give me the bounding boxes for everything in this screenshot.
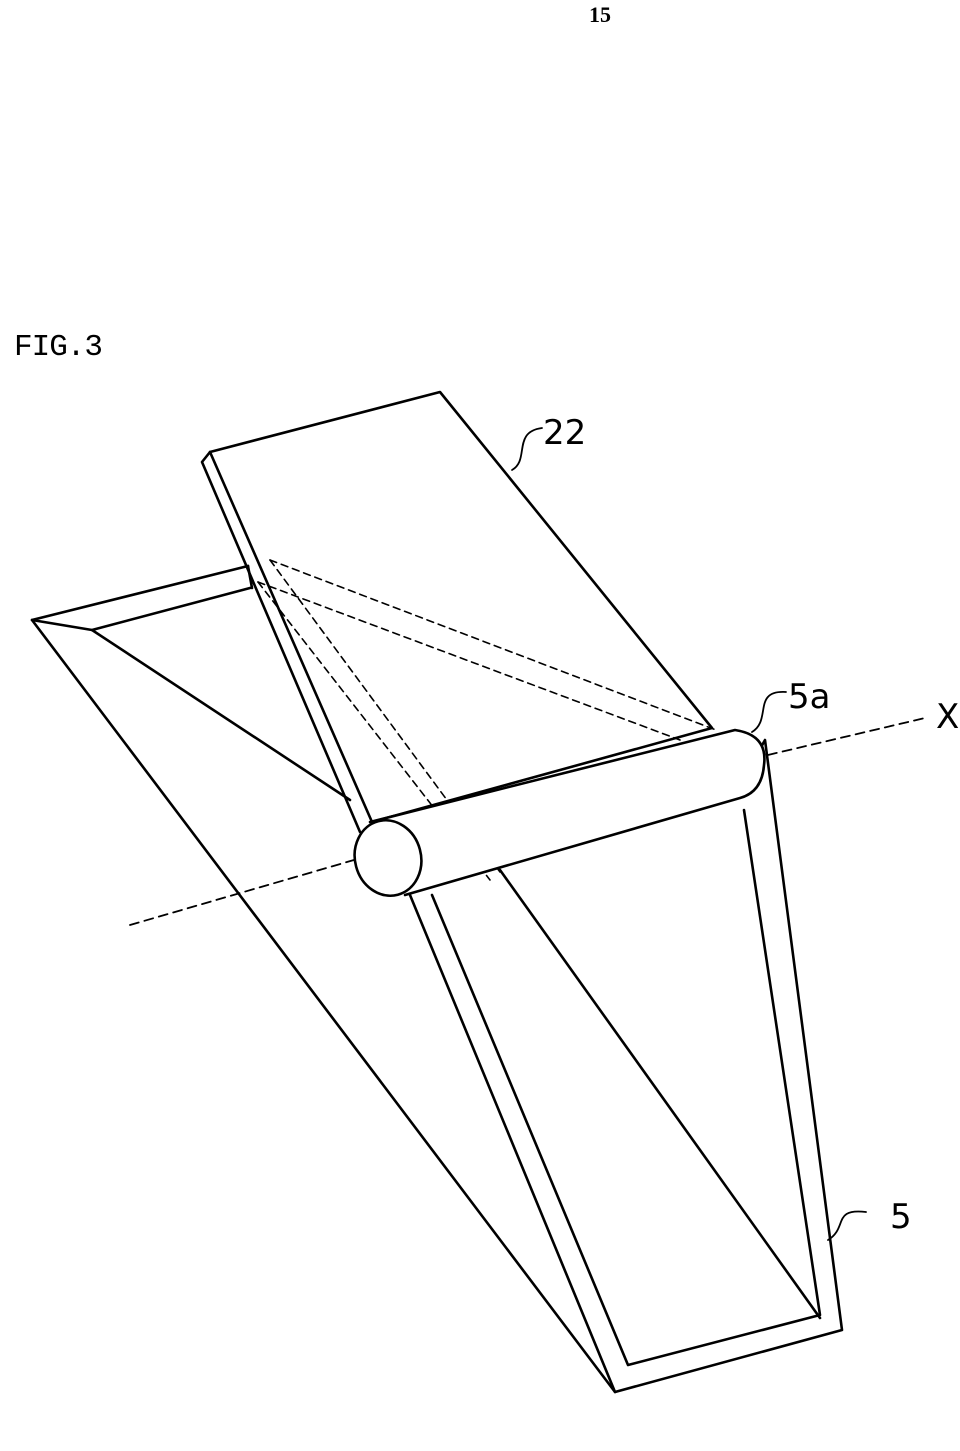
- leader-5a: [752, 692, 786, 732]
- frame-top-bar-inner: [32, 620, 92, 630]
- frame-inner-right: [432, 810, 820, 1365]
- frame-5: [32, 566, 842, 1392]
- plate-side-face: [202, 452, 360, 832]
- shaft-body: [370, 730, 764, 895]
- axis-x-line: [130, 718, 925, 925]
- figure-label: FIG.3: [14, 330, 103, 365]
- reference-5a: 5a: [788, 677, 831, 717]
- leader-5: [828, 1211, 866, 1240]
- frame-outer-edge: [32, 566, 842, 1392]
- leader-lines: [512, 428, 866, 1240]
- reference-axis-x: X: [936, 697, 960, 737]
- page-number: 15: [589, 2, 611, 27]
- reference-5: 5: [890, 1197, 912, 1237]
- frame-bottom-leg: [410, 895, 615, 1392]
- shaft-5a: [346, 730, 764, 903]
- frame-inner-diagonal: [500, 870, 820, 1318]
- frame-inner-left: [92, 588, 350, 800]
- leader-22: [512, 428, 542, 470]
- reference-22: 22: [543, 413, 587, 453]
- shaft-end-face: [346, 813, 429, 903]
